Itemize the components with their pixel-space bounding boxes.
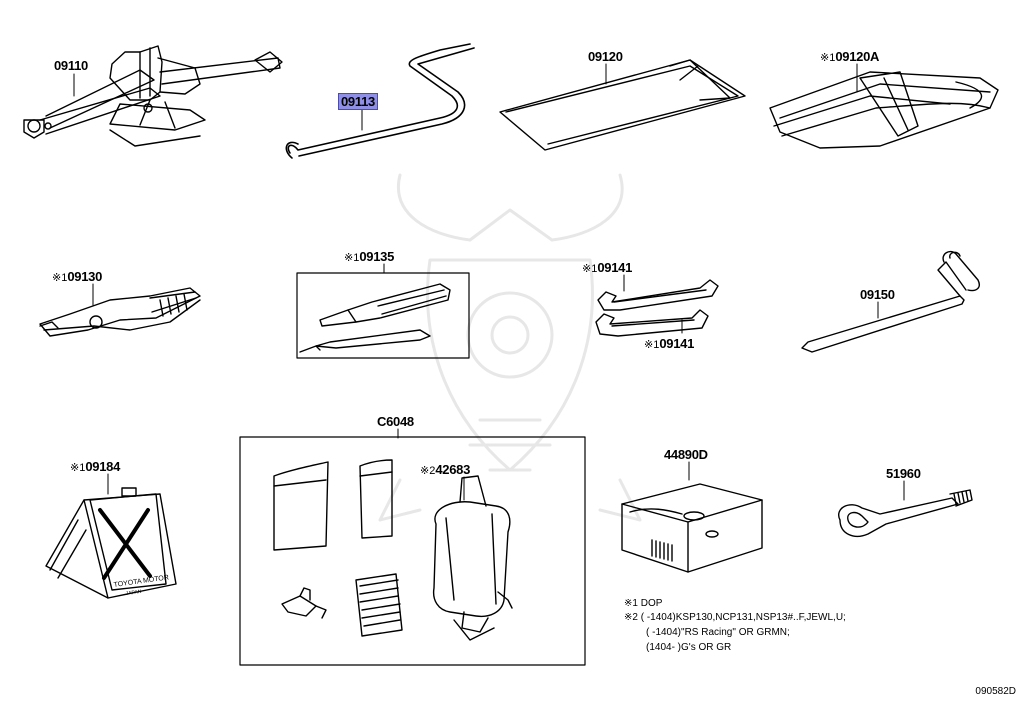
part-label-09130[interactable]: ※109130 [52, 269, 102, 286]
note-mark-number: 1 [829, 52, 836, 64]
part-label-09184[interactable]: ※109184 [70, 459, 120, 476]
kit-drawing [240, 437, 585, 665]
part-number: 42683 [435, 462, 470, 477]
scissor-jack-drawing [24, 46, 282, 146]
note-mark-number: 1 [353, 252, 360, 264]
tow-hook-drawing [839, 490, 972, 536]
part-label-09141-lower[interactable]: ※109141 [644, 336, 694, 353]
part-label-42683[interactable]: ※242683 [420, 462, 470, 479]
repair-kit-drawing [622, 484, 762, 572]
part-label-09113[interactable]: 09113 [338, 93, 378, 110]
part-label-09120[interactable]: 09120 [588, 49, 623, 64]
leader-lines [74, 64, 904, 500]
triangle-text-line2: JAPAN [125, 589, 142, 597]
note-mark-number: 1 [79, 462, 86, 474]
note-mark: ※ [820, 52, 830, 64]
tool-pouch-drawing [770, 72, 998, 148]
part-number: 09141 [659, 336, 694, 351]
note-mark: ※ [70, 462, 80, 474]
lug-wrench-drawing [802, 252, 979, 352]
part-label-09135[interactable]: ※109135 [344, 249, 394, 266]
part-number: 09150 [860, 287, 895, 302]
footnote-text: (1404- )G's OR GR [646, 642, 732, 653]
note-mark: ※ [644, 339, 654, 351]
wrenches-drawing [596, 280, 718, 336]
highlighted-part-number: 09113 [338, 93, 378, 110]
warning-triangle-drawing: TOYOTA MOTOR JAPAN [46, 488, 176, 598]
note-mark: ※ [52, 272, 62, 284]
note-mark: ※ [420, 465, 430, 477]
part-number: 09135 [359, 249, 394, 264]
footnote-4: (1404- )G's OR GR [646, 641, 731, 655]
part-label-44890d[interactable]: 44890D [664, 447, 708, 462]
note-mark-number: 1 [653, 339, 660, 351]
part-number: 09184 [85, 459, 120, 474]
part-label-c6048[interactable]: C6048 [377, 414, 414, 429]
footnote-text: ( -1404)"RS Racing" OR GRMN; [646, 627, 790, 638]
diagram-code: 090582D [975, 686, 1016, 697]
note-mark: ※ [582, 263, 592, 275]
part-number: C6048 [377, 414, 414, 429]
footnote-1: ※1 DOP [624, 597, 662, 611]
part-number: 09110 [54, 58, 88, 73]
watermark-emblem [380, 175, 640, 520]
part-label-09120a[interactable]: ※109120A [820, 49, 879, 66]
part-number: 09130 [67, 269, 102, 284]
footnote-text: DOP [640, 598, 663, 609]
footnote-mark: ※2 [624, 612, 638, 623]
pliers-drawing [40, 288, 200, 336]
footnote-2: ※2 ( -1404)KSP130,NCP131,NSP13#..F,JEWL,… [624, 611, 846, 625]
screwdriver-drawing [297, 273, 469, 358]
tool-bag-drawing [500, 60, 745, 150]
note-mark: ※ [344, 252, 354, 264]
part-number: 09120A [835, 49, 880, 64]
part-number: 09120 [588, 49, 623, 64]
part-label-09110[interactable]: 09110 [54, 58, 88, 75]
part-number: 44890D [664, 447, 708, 462]
note-mark-number: 2 [429, 465, 436, 477]
footnote-text: ( -1404)KSP130,NCP131,NSP13#..F,JEWL,U; [640, 612, 846, 623]
part-label-09150[interactable]: 09150 [860, 287, 895, 302]
part-number: 51960 [886, 466, 921, 481]
note-mark-number: 1 [591, 263, 598, 275]
footnote-3: ( -1404)"RS Racing" OR GRMN; [646, 626, 790, 640]
part-label-09141-upper[interactable]: ※109141 [582, 260, 632, 277]
footnote-mark: ※1 [624, 598, 638, 609]
part-label-51960[interactable]: 51960 [886, 466, 921, 481]
jack-handle-drawing [286, 44, 474, 158]
note-mark-number: 1 [61, 272, 68, 284]
part-number: 09141 [597, 260, 632, 275]
